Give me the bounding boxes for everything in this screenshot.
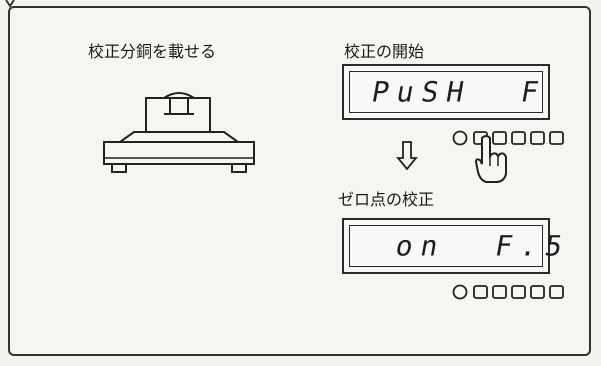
display-on-f5: on F.5 xyxy=(342,218,573,274)
indicator-lamps xyxy=(452,284,574,300)
place-weight-label: 校正分銅を載せる xyxy=(88,42,217,61)
pointing-hand-icon xyxy=(474,135,507,183)
scale-with-weight-icon xyxy=(103,92,255,173)
display-text: on F.5 xyxy=(393,229,573,263)
corner-tick-icon xyxy=(5,0,15,8)
indicator-lamps xyxy=(452,130,574,146)
display-push-f: PuSH F xyxy=(342,64,550,120)
zero-calibration-label: ゼロ点の校正 xyxy=(338,190,435,209)
down-arrow-icon xyxy=(396,141,418,171)
display-text: PuSH F xyxy=(369,75,549,109)
calibration-start-label: 校正の開始 xyxy=(344,42,425,61)
